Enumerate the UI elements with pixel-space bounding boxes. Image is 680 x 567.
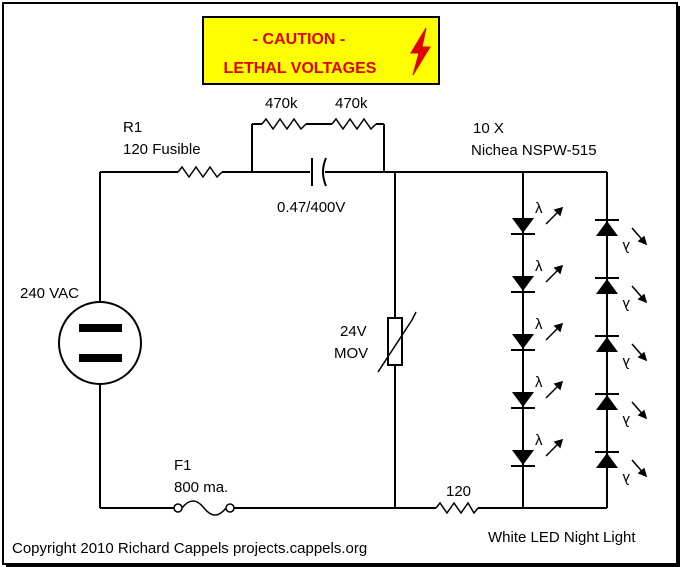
resistor-120-bottom: [435, 501, 479, 515]
led-right-3: [595, 335, 619, 352]
led-right-4: [595, 393, 619, 410]
emission-arrow-icons-right: [631, 227, 648, 478]
ac-source: [58, 301, 142, 385]
mov-varistor: [377, 311, 417, 373]
fuse-f1: [173, 500, 235, 516]
frame-shadow-right: [678, 6, 680, 567]
project-title: White LED Night Light: [488, 529, 636, 546]
svg-text:λ: λ: [535, 200, 543, 217]
svg-text:λ: λ: [622, 354, 630, 371]
lightning-bolt-icon: [410, 27, 431, 76]
led-part-label: Nichea NSPW-515: [471, 142, 597, 159]
mov-type-label: MOV: [334, 345, 368, 362]
caution-subtitle: LETHAL VOLTAGES: [224, 60, 377, 77]
resistor-470k-a: [261, 117, 307, 131]
copyright-text: Copyright 2010 Richard Cappels projects.…: [12, 540, 367, 557]
led-string-right: [595, 219, 619, 468]
emission-arrow-icons-left: [545, 206, 564, 457]
frame-shadow-bottom: [6, 565, 680, 567]
svg-text:λ: λ: [622, 296, 630, 313]
svg-text:λ: λ: [622, 470, 630, 487]
svg-text:λ: λ: [622, 412, 630, 429]
svg-text:λ: λ: [535, 258, 543, 275]
capacitor: [311, 157, 327, 187]
resistor-470k-a-label: 470k: [265, 95, 298, 112]
resistor-120-label: 120: [446, 483, 471, 500]
led-left-1: [511, 218, 535, 235]
svg-text:λ: λ: [535, 374, 543, 391]
fuse-value-label: 800 ma.: [174, 479, 228, 496]
led-count-label: 10 X: [473, 120, 504, 137]
fuse-ref-label: F1: [174, 457, 192, 474]
mov-voltage-label: 24V: [340, 323, 367, 340]
source-label: 240 VAC: [20, 285, 79, 302]
capacitor-label: 0.47/400V: [277, 199, 345, 216]
caution-title: - CAUTION -: [253, 31, 345, 48]
lambda-labels-right: λ λ λ λ λ: [622, 238, 630, 487]
r1-value-label: 120 Fusible: [123, 141, 201, 158]
caution-banner: - CAUTION - LETHAL VOLTAGES: [202, 16, 440, 85]
svg-text:λ: λ: [535, 432, 543, 449]
led-right-5: [595, 451, 619, 468]
led-right-2: [595, 277, 619, 294]
svg-text:λ: λ: [535, 316, 543, 333]
svg-text:λ: λ: [622, 238, 630, 255]
resistor-470k-b-label: 470k: [335, 95, 368, 112]
led-left-5: [511, 450, 535, 467]
led-string-left: [511, 218, 535, 467]
led-left-2: [511, 276, 535, 293]
r1-resistor: [177, 165, 223, 179]
resistor-470k-b: [331, 117, 377, 131]
led-left-3: [511, 334, 535, 351]
led-right-1: [595, 219, 619, 236]
lambda-labels-left: λ λ λ λ λ: [535, 200, 543, 449]
r1-ref-label: R1: [123, 119, 142, 136]
led-left-4: [511, 392, 535, 409]
